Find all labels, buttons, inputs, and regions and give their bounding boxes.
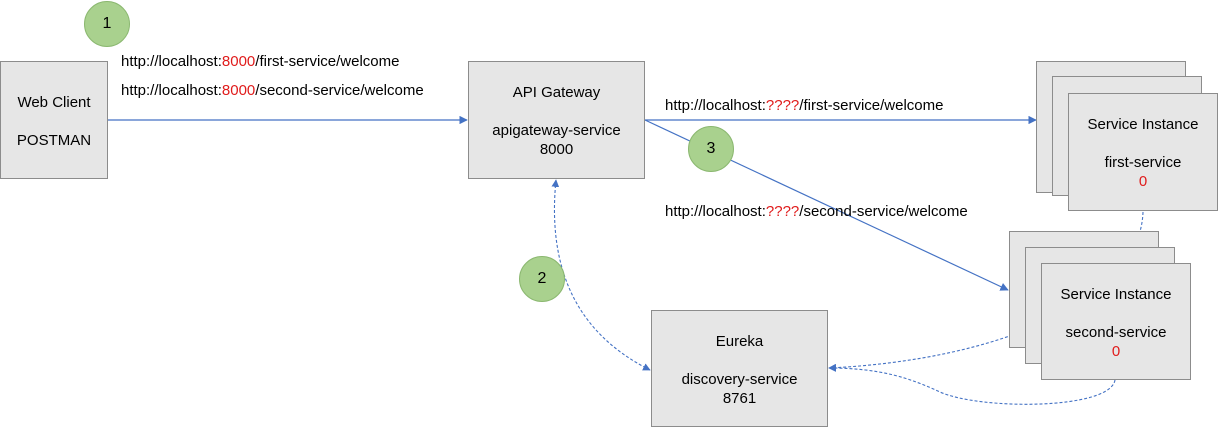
eureka-port: 8761 <box>722 390 757 407</box>
first-service-instance-front: Service Instance first-service 0 <box>1068 93 1218 211</box>
client-url-second: http://localhost:8000/second-service/wel… <box>121 82 424 99</box>
first-service-title: Service Instance <box>1087 116 1199 133</box>
gateway-url-second: http://localhost:????/second-service/wel… <box>665 203 968 220</box>
api-gateway-title: API Gateway <box>512 84 601 101</box>
client-url-first: http://localhost:8000/first-service/welc… <box>121 53 400 70</box>
second-service-port: 0 <box>1111 343 1121 360</box>
web-client-box: Web Client POSTMAN <box>0 61 108 179</box>
eureka-box: Eureka discovery-service 8761 <box>651 310 828 427</box>
api-gateway-port: 8000 <box>539 141 574 158</box>
eureka-service-name: discovery-service <box>681 371 798 388</box>
gateway-eureka-dashed-link <box>551 179 651 371</box>
step-badge-1: 1 <box>84 1 130 47</box>
step-badge-2: 2 <box>519 256 565 302</box>
web-client-label: Web Client <box>17 94 91 111</box>
api-gateway-service-name: apigateway-service <box>492 122 621 139</box>
first-service-name: first-service <box>1104 154 1182 171</box>
eureka-title: Eureka <box>715 333 764 350</box>
gateway-url-first: http://localhost:????/first-service/welc… <box>665 97 944 114</box>
api-gateway-box: API Gateway apigateway-service 8000 <box>468 61 645 179</box>
web-client-tool: POSTMAN <box>16 132 92 149</box>
second-service-name: second-service <box>1065 324 1167 341</box>
second-service-title: Service Instance <box>1060 286 1172 303</box>
first-service-port: 0 <box>1138 173 1148 190</box>
step-badge-3: 3 <box>688 126 734 172</box>
second-service-instance-front: Service Instance second-service 0 <box>1041 263 1191 380</box>
